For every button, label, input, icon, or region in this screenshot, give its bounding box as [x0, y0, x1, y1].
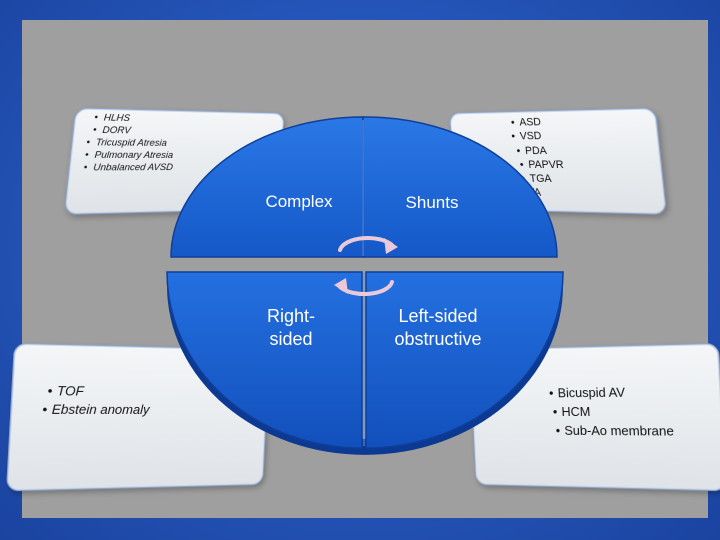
segment-label-shunts: Shunts: [406, 193, 459, 212]
segment-label-right-2: sided: [269, 329, 312, 349]
segment-label-left-2: obstructive: [394, 329, 481, 349]
cycle-arrowheads: [334, 238, 398, 294]
segment-left-sided: [365, 271, 564, 449]
segment-complex: [170, 116, 364, 258]
segment-right-sided: [166, 271, 363, 449]
segment-label-complex: Complex: [265, 192, 333, 211]
segment-shunts: [362, 116, 558, 258]
segment-label-left-1: Left-sided: [398, 306, 477, 326]
segment-label-right-1: Right-: [267, 306, 315, 326]
